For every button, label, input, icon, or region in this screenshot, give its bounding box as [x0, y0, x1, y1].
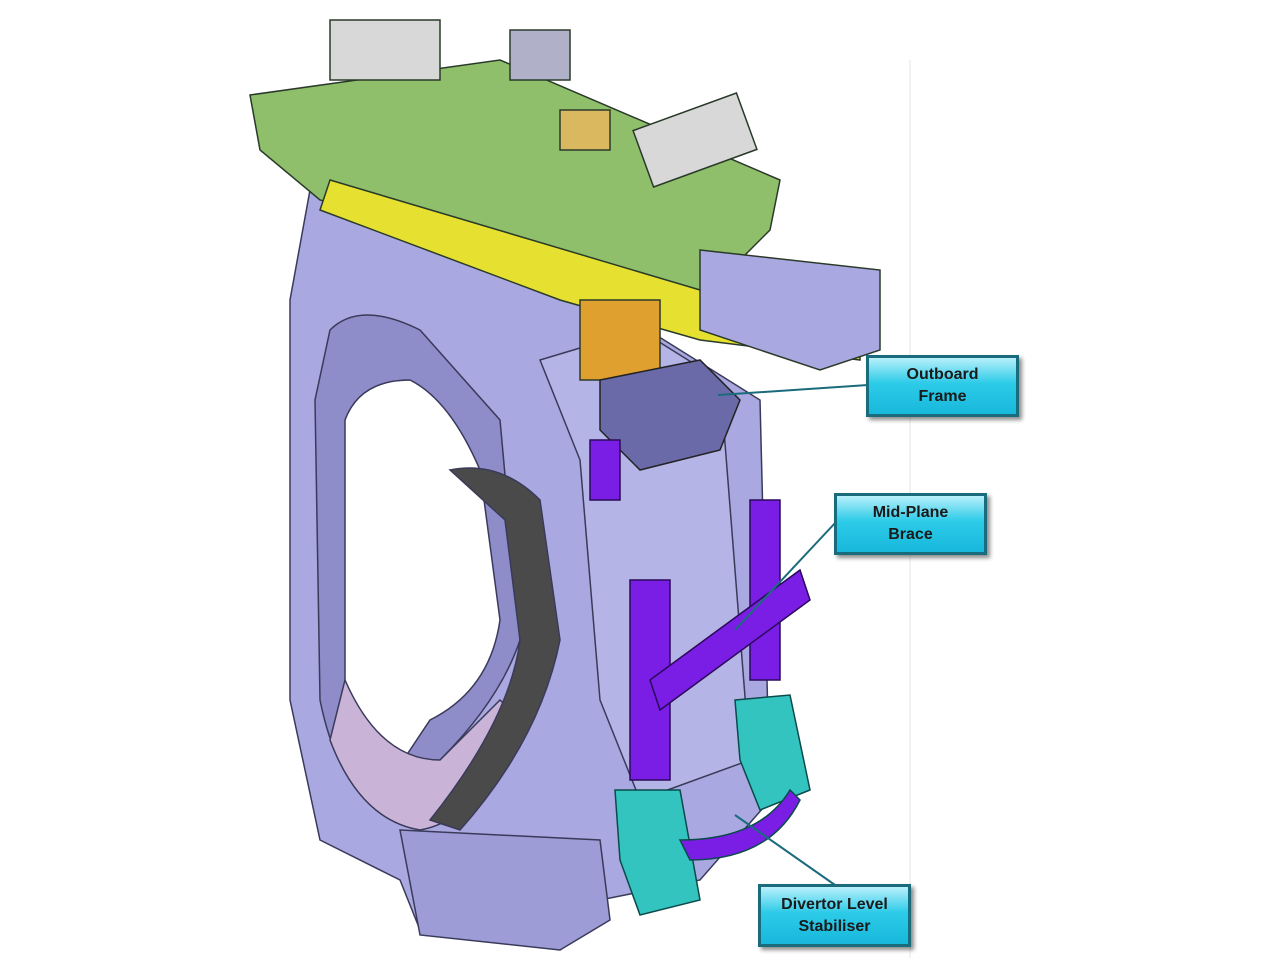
divertor-stabiliser-part: [614, 694, 811, 916]
callout-mid-plane-brace: Mid-Plane Brace: [834, 493, 987, 555]
mid-plane-brace-part: [589, 439, 811, 781]
leader-lines: [717, 384, 869, 886]
callout-divertor-level-stabiliser: Divertor Level Stabiliser: [758, 884, 911, 947]
outboard-frame-part: [599, 359, 741, 471]
callout-outboard-frame: Outboard Frame: [866, 355, 1019, 417]
top-support-frame: [249, 19, 881, 381]
